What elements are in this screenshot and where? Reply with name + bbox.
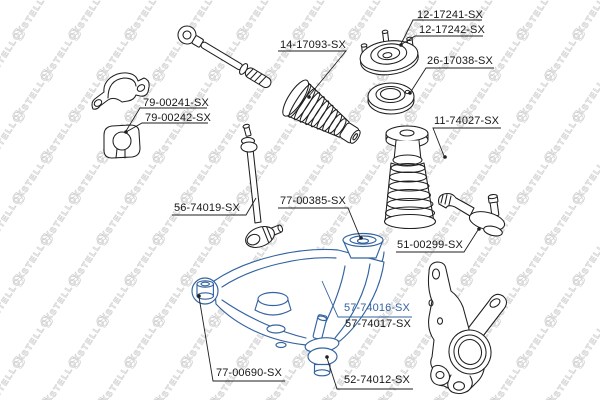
tie-rod-end-drawing (438, 192, 506, 237)
steering-rack-boot-drawing (282, 79, 361, 144)
part-label-52-74012-sx[interactable]: 52-74012-SX (344, 374, 410, 386)
steering-knuckle-drawing (427, 261, 508, 395)
strut-bearing-drawing (367, 82, 415, 115)
part-label-26-17038-sx[interactable]: 26-17038-SX (427, 55, 493, 67)
part-label-12-17242-sx[interactable]: 12-17242-SX (419, 24, 485, 36)
control-arm-drawing (191, 232, 385, 377)
part-label-57-74017-sx[interactable]: 57-74017-SX (345, 318, 411, 330)
part-label-51-00299-sx[interactable]: 51-00299-SX (397, 239, 463, 251)
stabilizer-bracket-drawing (91, 72, 150, 110)
part-label-12-17241-sx[interactable]: 12-17241-SX (417, 9, 483, 21)
leader-lines (124, 19, 501, 390)
stabilizer-bushing-drawing (103, 124, 141, 159)
part-label-79-00241-sx[interactable]: 79-00241-SX (143, 97, 209, 109)
strut-mount-drawing (359, 29, 419, 76)
part-label-14-17093-sx[interactable]: 14-17093-SX (280, 39, 346, 51)
inner-tie-rod-drawing (177, 25, 272, 89)
part-label-77-00690-sx[interactable]: 77-00690-SX (216, 367, 282, 379)
bump-stop-boot-drawing (383, 125, 437, 230)
part-label-56-74019-sx[interactable]: 56-74019-SX (174, 202, 240, 214)
stabilizer-link-drawing (240, 123, 284, 248)
part-label-57-74016-sx-highlighted[interactable]: 57-74016-SX (344, 302, 410, 314)
part-label-11-74027-sx[interactable]: 11-74027-SX (434, 115, 500, 127)
part-label-77-00385-sx[interactable]: 77-00385-SX (280, 195, 346, 207)
part-label-79-00242-sx[interactable]: 79-00242-SX (145, 112, 211, 124)
